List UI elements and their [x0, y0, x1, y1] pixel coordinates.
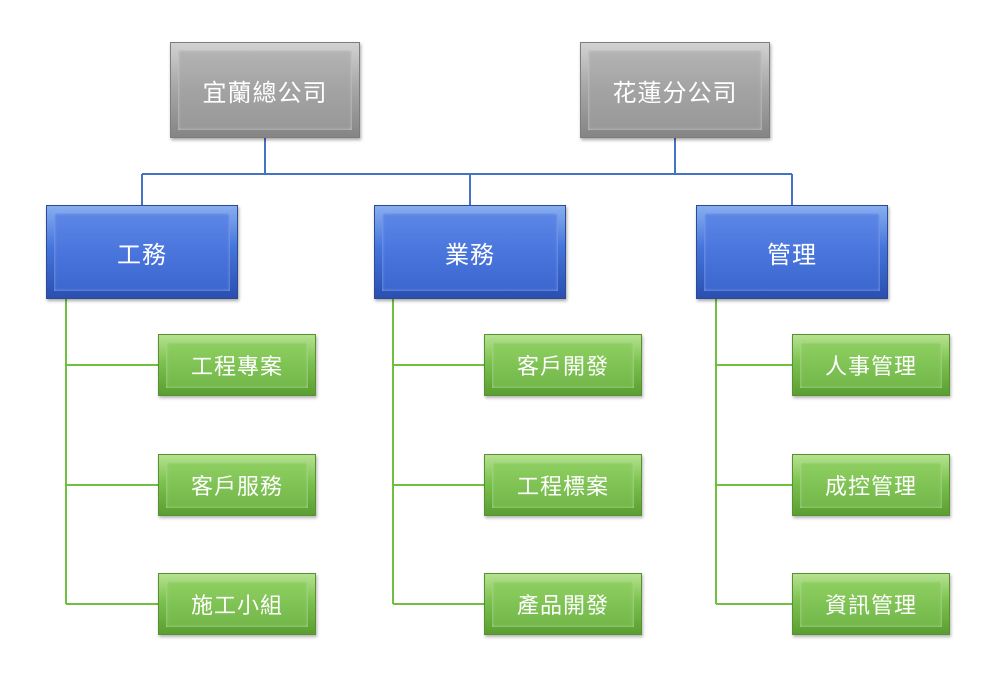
node-subunit: 客戶服務 — [158, 454, 316, 516]
node-label: 人事管理 — [824, 355, 917, 380]
node-label: 客戶服務 — [190, 475, 283, 500]
node-label: 花蓮分公司 — [612, 78, 738, 107]
node-subunit: 工程標案 — [484, 454, 642, 516]
node-department-engineering: 工務 — [46, 205, 238, 299]
node-label: 客戶開發 — [516, 355, 609, 380]
node-subunit: 施工小組 — [158, 573, 316, 635]
node-label: 工程專案 — [190, 355, 283, 380]
node-label: 施工小組 — [190, 594, 283, 619]
node-subunit: 工程專案 — [158, 334, 316, 396]
node-label: 工程標案 — [516, 475, 609, 500]
node-label: 工務 — [117, 240, 167, 269]
node-subunit: 產品開發 — [484, 573, 642, 635]
node-label: 宜蘭總公司 — [202, 78, 328, 107]
node-label: 管理 — [767, 240, 817, 269]
node-subunit: 資訊管理 — [792, 573, 950, 635]
node-label: 產品開發 — [516, 594, 609, 619]
node-subunit: 成控管理 — [792, 454, 950, 516]
node-subunit: 人事管理 — [792, 334, 950, 396]
node-label: 業務 — [445, 240, 495, 269]
node-department-sales: 業務 — [374, 205, 566, 299]
node-label: 資訊管理 — [824, 594, 917, 619]
node-department-management: 管理 — [696, 205, 888, 299]
node-label: 成控管理 — [824, 475, 917, 500]
node-yilan-headquarters: 宜蘭總公司 — [170, 42, 360, 138]
node-hualien-branch: 花蓮分公司 — [580, 42, 770, 138]
node-subunit: 客戶開發 — [484, 334, 642, 396]
